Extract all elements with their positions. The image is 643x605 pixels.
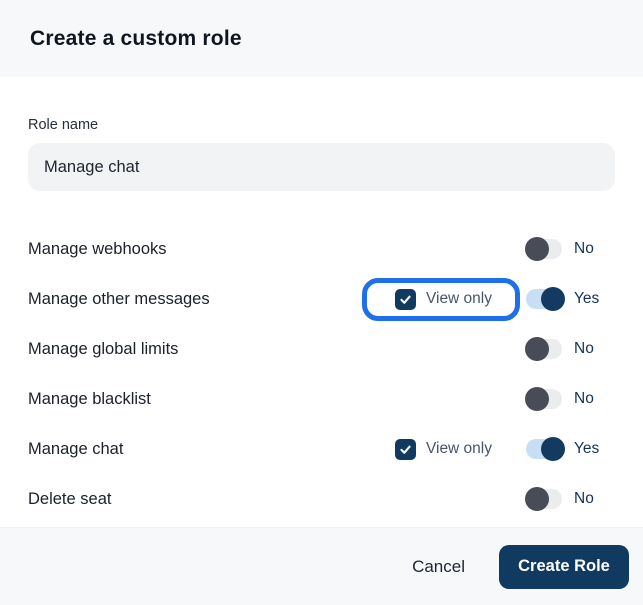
permission-controls: View only Yes [362, 428, 601, 471]
permission-toggle[interactable] [526, 287, 565, 311]
role-name-label: Role name [28, 117, 99, 133]
permission-row: Manage webhooks No [28, 224, 615, 274]
permissions-list: Manage webhooks No Manage other messages… [28, 224, 615, 524]
permission-controls: No [525, 337, 601, 361]
permission-row: Manage blacklist No [28, 374, 615, 424]
permission-row: Delete seat No [28, 474, 615, 524]
view-only-checkbox[interactable] [394, 438, 416, 460]
view-only-label: View only [425, 290, 492, 307]
permission-label: Manage webhooks [28, 239, 167, 258]
toggle-knob-icon [525, 237, 549, 261]
toggle-state-label: No [574, 490, 594, 507]
cancel-button[interactable]: Cancel [408, 549, 469, 585]
toggle-state-label: No [574, 340, 594, 357]
modal-header: Create a custom role [0, 0, 643, 77]
page-title: Create a custom role [30, 26, 242, 50]
permission-toggle[interactable] [525, 237, 562, 261]
permission-label: Manage blacklist [28, 389, 151, 408]
permission-controls: No [525, 387, 601, 411]
permission-toggle[interactable] [525, 487, 562, 511]
check-icon [400, 295, 411, 304]
view-only-group: View only [362, 428, 520, 471]
view-only-checkbox[interactable] [394, 288, 416, 310]
permission-label: Delete seat [28, 489, 112, 508]
permission-toggle[interactable] [525, 387, 562, 411]
permission-controls: No [525, 237, 601, 261]
toggle-knob-icon [525, 487, 549, 511]
toggle-knob-icon [541, 437, 565, 461]
permission-controls: View only Yes [361, 277, 601, 321]
toggle-knob-icon [541, 287, 565, 311]
permission-row: Manage global limits No [28, 324, 615, 374]
permission-row: Manage chat View only Yes [28, 424, 615, 474]
permission-toggle[interactable] [525, 337, 562, 361]
permission-label: Manage chat [28, 439, 124, 458]
permission-controls: No [525, 487, 601, 511]
permission-label: Manage other messages [28, 289, 210, 308]
toggle-knob-icon [525, 387, 549, 411]
toggle-state-label: Yes [574, 290, 600, 307]
toggle-state-label: No [574, 390, 594, 407]
toggle-state-label: Yes [574, 440, 600, 457]
create-role-button[interactable]: Create Role [499, 544, 629, 589]
view-only-label: View only [425, 440, 492, 457]
view-only-group: View only [361, 277, 520, 321]
modal-body: Role name Manage webhooks No Manage othe… [0, 77, 643, 527]
permission-row: Manage other messages View only Yes [28, 274, 615, 324]
modal-footer: Cancel Create Role [0, 527, 643, 605]
permission-toggle[interactable] [526, 437, 565, 461]
toggle-state-label: No [574, 240, 594, 257]
permission-label: Manage global limits [28, 339, 179, 358]
role-name-input[interactable] [28, 143, 615, 191]
toggle-knob-icon [525, 337, 549, 361]
check-icon [400, 445, 411, 454]
